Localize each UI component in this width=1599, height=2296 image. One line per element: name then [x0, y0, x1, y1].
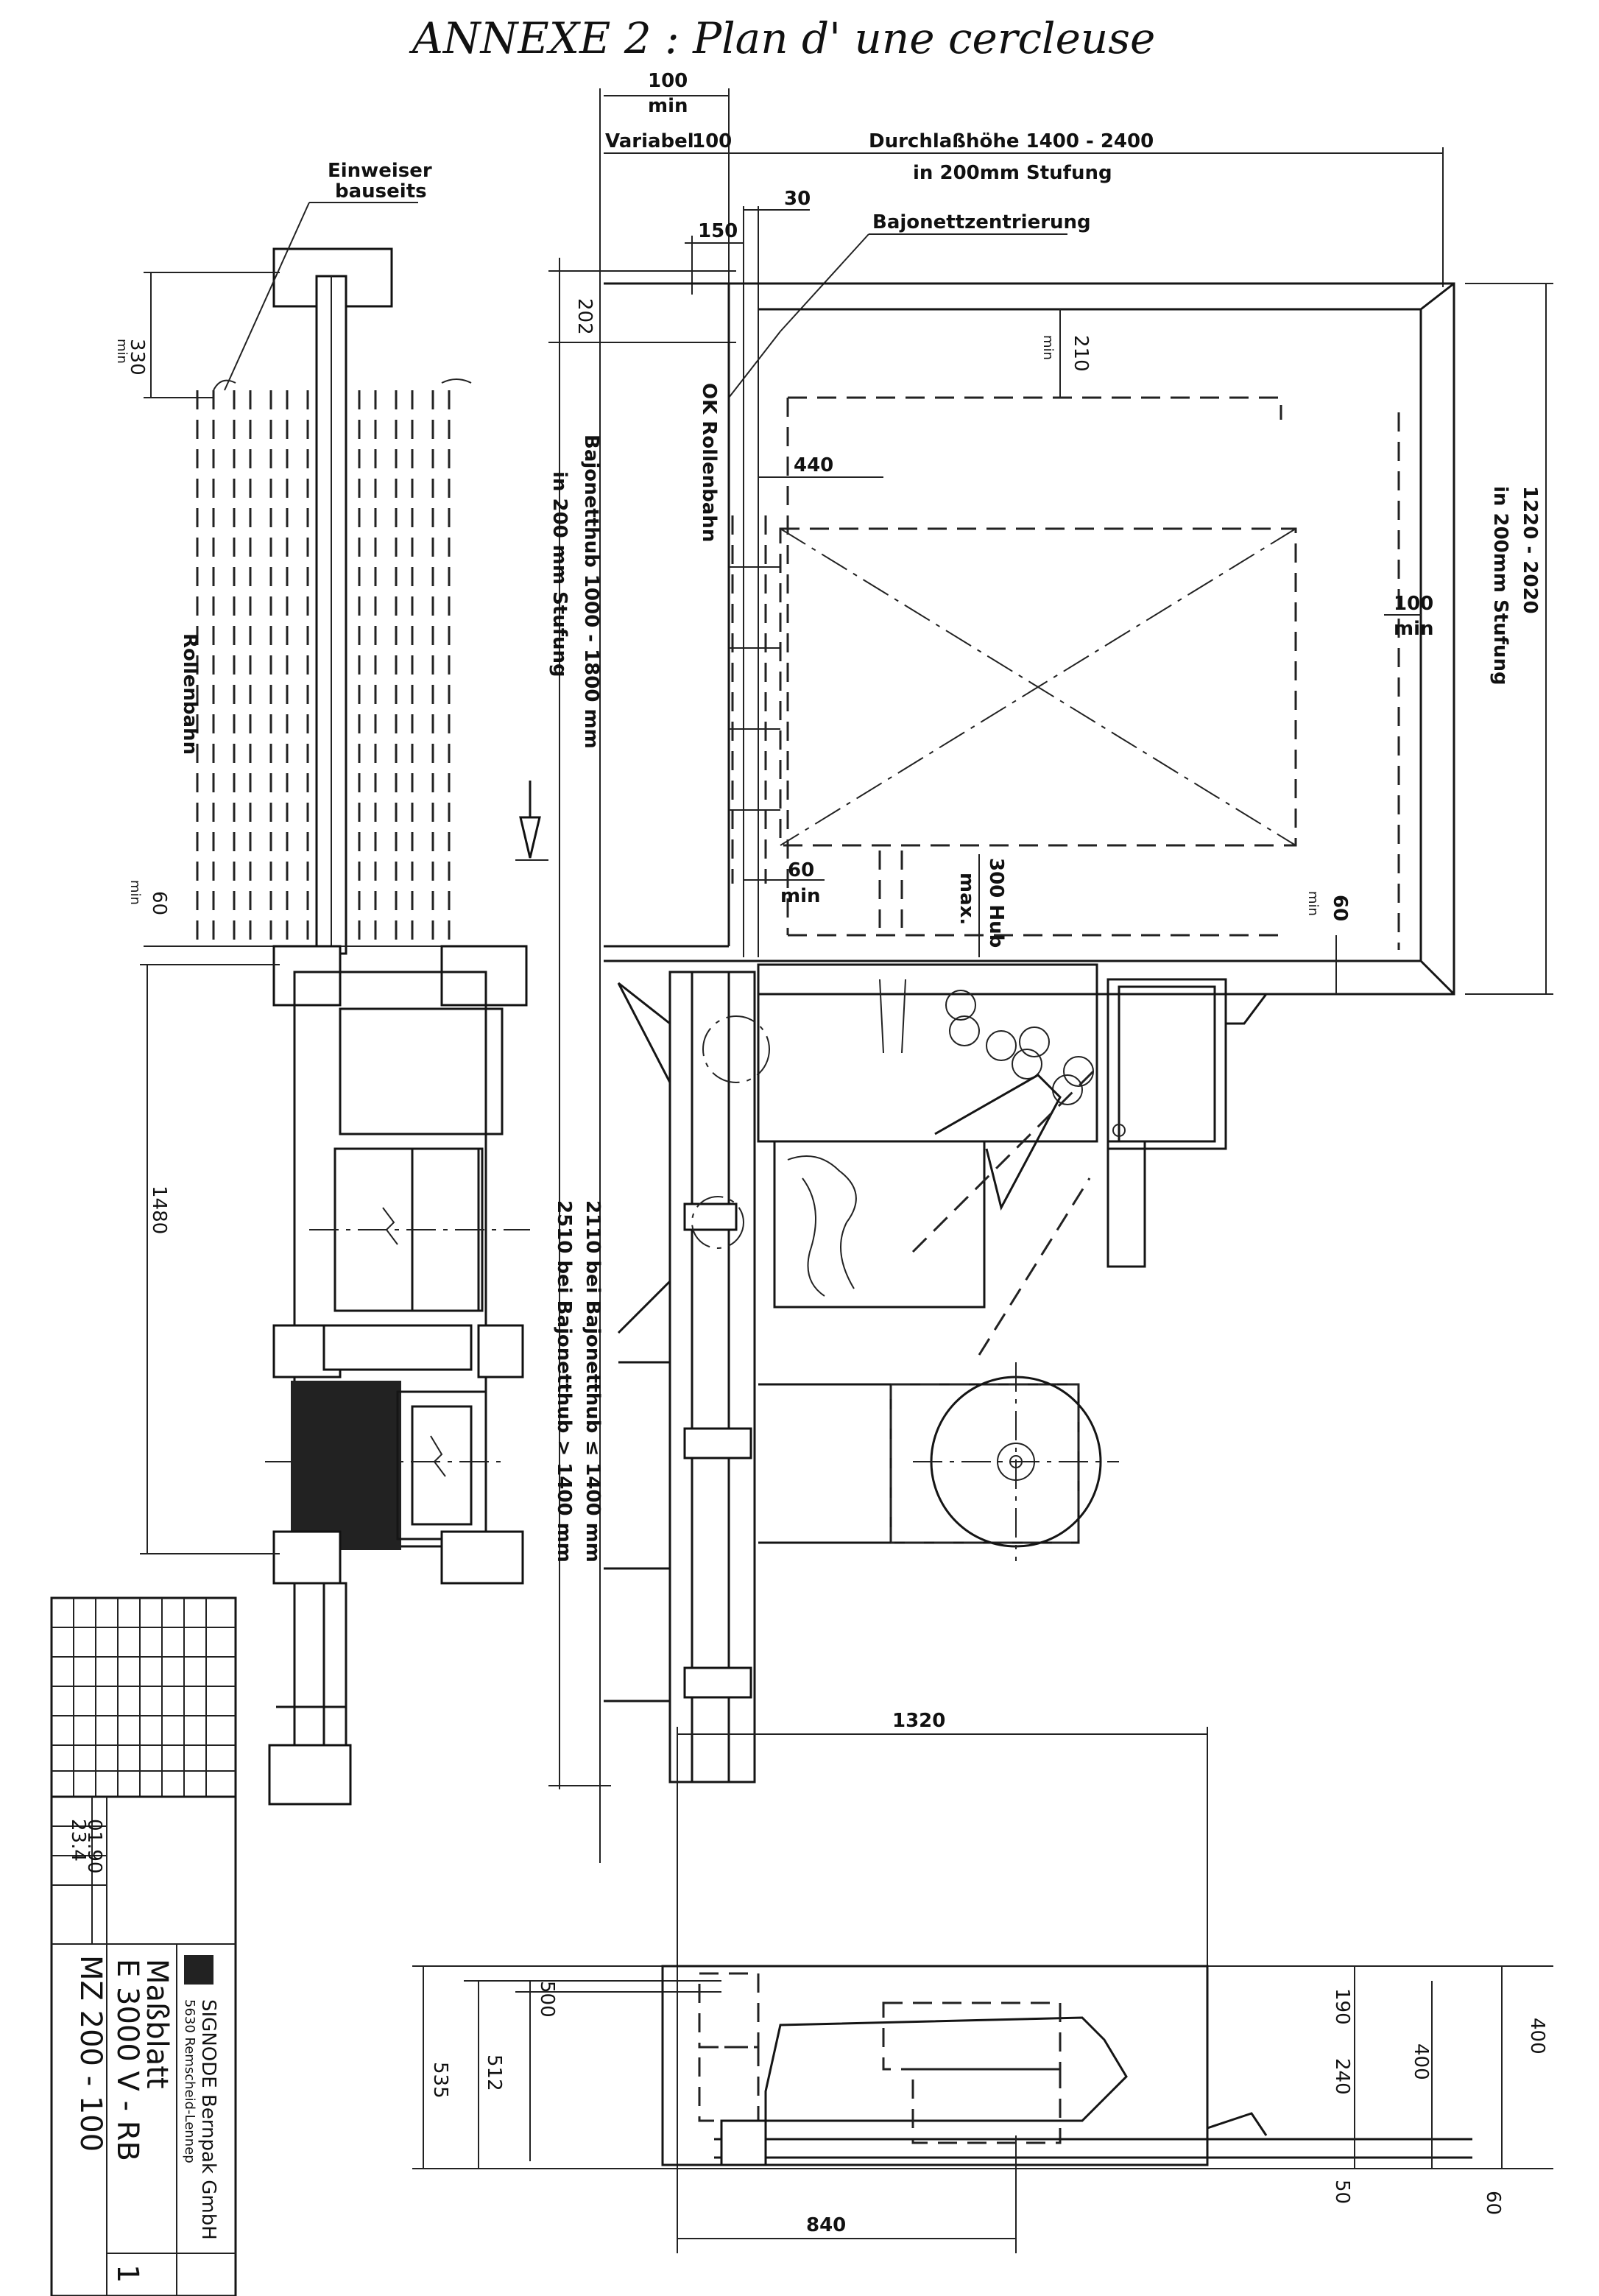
- dim-190: 190: [1331, 1988, 1353, 2025]
- tb-company: SIGNODE Bernpak GmbH: [197, 1999, 219, 2240]
- label-bajonetthub: Bajonetthub 1000 - 1800 mm: [580, 434, 602, 749]
- dim-400: 400: [1410, 2043, 1432, 2080]
- label-rollenbahn-left: Rollenbahn: [179, 633, 201, 755]
- dim-440: 440: [794, 454, 833, 476]
- title-block: 01.90 23.4 SIGNODE Bernpak GmbH 5630 Rem…: [50, 1596, 237, 2296]
- dim-100-right: 100: [1394, 593, 1433, 615]
- plan-view: 1320 535 512 500 190 240 50 400 400 60: [412, 1710, 1553, 2253]
- label-ok-rollenbahn: OK Rollenbahn: [698, 383, 720, 542]
- dim-512: 512: [483, 2054, 505, 2091]
- dim-60-left-min: min: [127, 880, 143, 905]
- dim-100-top: 100: [648, 70, 688, 92]
- label-bajonetthub-step: in 200 mm Stufung: [548, 471, 571, 677]
- dim-height-range: 1220 - 2020: [1519, 486, 1541, 614]
- label-durchlass-step: in 200mm Stufung: [913, 162, 1112, 184]
- dim-330-min: min: [114, 339, 130, 364]
- dim-400b: 400: [1526, 2018, 1548, 2054]
- label-height-step: in 200mm Stufung: [1489, 486, 1511, 686]
- label-hub-max: max.: [956, 873, 978, 925]
- label-variabel: Variabel: [605, 130, 694, 152]
- dim-60-left: 60: [148, 891, 170, 915]
- tb-drawn: 23.4: [67, 1819, 89, 1862]
- tb-model: E 3000 V - RB: [110, 1959, 144, 2161]
- dim-840: 840: [806, 2214, 846, 2236]
- label-hub: 300 Hub: [985, 858, 1007, 948]
- dim-60-right-min: min: [1305, 891, 1321, 916]
- dim-100-top-min: min: [648, 95, 688, 117]
- dim-1480: 1480: [148, 1186, 170, 1234]
- label-bajonett-2110: 2110 bei Bajonetthub ≤ 1400 mm: [582, 1200, 604, 1563]
- dim-100-right-min: min: [1394, 618, 1434, 640]
- dim-210-min: min: [1040, 335, 1056, 360]
- dim-330: 330: [126, 339, 148, 376]
- tb-date: 01.90: [83, 1819, 105, 1873]
- label-bajonett-2510: 2510 bei Bajonetthub > 1400 mm: [553, 1200, 575, 1563]
- dim-60-right: 60: [1329, 895, 1351, 921]
- dim-100-var: 100: [692, 130, 732, 152]
- tb-sheet: Maßblatt: [140, 1959, 174, 2089]
- label-bauseits: bauseits: [335, 180, 427, 203]
- dim-30: 30: [784, 188, 811, 210]
- label-bajonettzentrierung: Bajonettzentrierung: [872, 211, 1091, 233]
- dim-60-mid-min: min: [780, 885, 821, 907]
- tb-code: MZ 200 - 100: [74, 1955, 107, 2152]
- drawing-title: ANNEXE 2 : Plan d' une cercleuse: [409, 13, 1155, 63]
- label-einweiser: Einweiser: [328, 160, 432, 182]
- dim-535: 535: [429, 2062, 451, 2099]
- tb-address: 5630 Remscheid-Lennep: [182, 1999, 197, 2163]
- front-view: 100 min Variabel 100 Durchlaßhöhe 1400 -…: [604, 70, 1553, 1783]
- dim-60-mid: 60: [788, 859, 814, 881]
- left-side-view: Einweiser bauseits 330 min Rollenbahn 60…: [114, 160, 530, 1806]
- dim-240: 240: [1331, 2058, 1353, 2095]
- dim-50: 50: [1331, 2180, 1353, 2204]
- center-dimensions: 202 Bajonetthub 1000 - 1800 mm in 200 mm…: [515, 88, 736, 1863]
- dim-500: 500: [536, 1981, 558, 2018]
- dim-1320: 1320: [892, 1710, 945, 1732]
- signode-logo: [184, 1955, 213, 1985]
- roller-conveyor-left: [196, 390, 451, 946]
- label-durchlass: Durchlaßhöhe 1400 - 2400: [869, 130, 1154, 152]
- tb-page: 1: [110, 2264, 144, 2283]
- dim-210: 210: [1070, 335, 1092, 372]
- dim-150: 150: [698, 220, 738, 242]
- dim-60-bottom: 60: [1482, 2191, 1504, 2215]
- dim-202: 202: [573, 298, 596, 335]
- roller-column: [729, 515, 780, 884]
